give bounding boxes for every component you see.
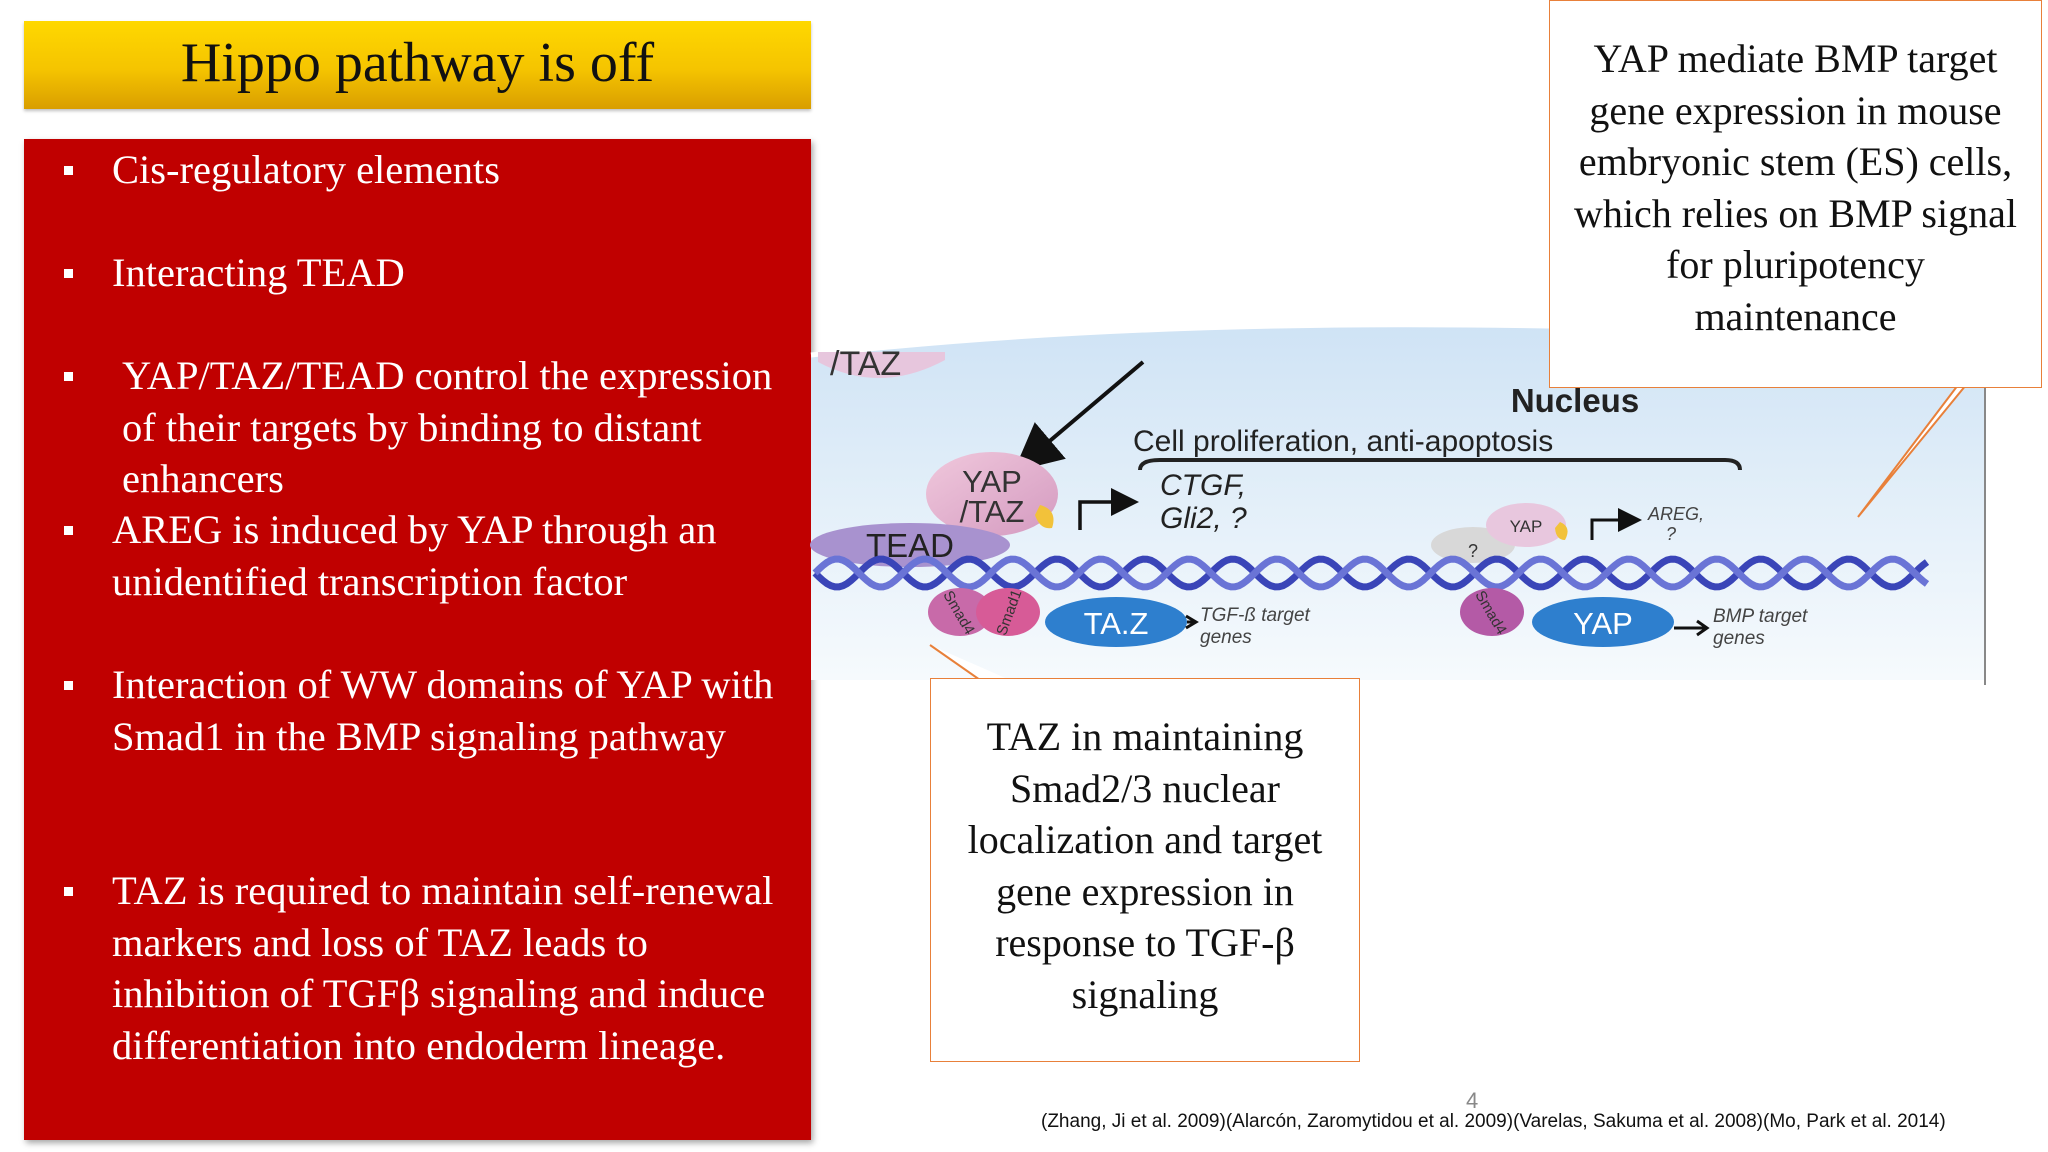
page-number: 4 (1466, 1088, 1479, 1113)
bullet-panel: Cis-regulatory elements Interacting TEAD… (24, 139, 811, 1140)
slide-title-bar: Hippo pathway is off (24, 21, 811, 109)
areg-transcription-arrow (1590, 508, 1642, 540)
bullet-item: YAP/TAZ/TEAD control the expression of t… (44, 350, 781, 505)
nuclear-import-arrow (1013, 360, 1145, 472)
yap-complex-right: ? YAP (1431, 503, 1568, 563)
bullet-square-icon (64, 269, 73, 278)
bullet-square-icon (64, 166, 73, 175)
tgf-genes-label: genes (1200, 627, 1252, 648)
smad-pair-left: Smad4 Smad1 (928, 587, 1040, 638)
bullet-item: Cis-regulatory elements (44, 144, 781, 196)
areg-question: ? (1666, 524, 1676, 544)
svg-text:/TAZ: /TAZ (960, 494, 1025, 529)
cytoplasm-taz-blob: /TAZ (818, 345, 945, 383)
tead-protein: TEAD (810, 523, 1010, 567)
transcription-arrow (1078, 488, 1139, 530)
ctgf-label: CTGF, (1160, 469, 1246, 502)
svg-text:TA.Z: TA.Z (1084, 606, 1149, 641)
svg-text:/TAZ: /TAZ (830, 345, 901, 383)
svg-text:YAP: YAP (1573, 606, 1633, 641)
bullet-square-icon (64, 526, 73, 535)
callout-tgf: TAZ in maintaining Smad2/3 nuclear local… (930, 678, 1360, 1062)
gli2-label: Gli2, ? (1160, 502, 1247, 535)
svg-text:YAP: YAP (1510, 517, 1543, 536)
slide-title: Hippo pathway is off (180, 32, 655, 94)
bmp-target-label: BMP target (1713, 606, 1808, 627)
nucleus-label: Nucleus (1511, 382, 1639, 419)
bullet-square-icon (64, 681, 73, 690)
bullet-item: Interacting TEAD (44, 247, 781, 299)
tgf-target-label: TGF-ß target (1200, 605, 1311, 626)
yap-taz-complex: YAP /TAZ (926, 452, 1058, 536)
bullet-item: TAZ is required to maintain self-renewal… (44, 865, 781, 1071)
citation-footer: (Zhang, Ji et al. 2009)(Alarcón, Zaromyt… (1041, 1111, 1946, 1132)
svg-text:?: ? (1468, 541, 1478, 561)
process-label: Cell proliferation, anti-apoptosis (1133, 425, 1553, 458)
callout-bmp: YAP mediate BMP target gene expression i… (1549, 0, 2042, 388)
yap-oval: YAP (1532, 597, 1674, 647)
bullet-item: AREG is induced by YAP through an uniden… (44, 504, 781, 607)
bullet-square-icon (64, 887, 73, 896)
svg-text:YAP: YAP (962, 464, 1022, 499)
smad-right: Smad4 (1460, 588, 1524, 638)
taz-oval: TA.Z (1045, 597, 1187, 647)
areg-label: AREG, (1647, 504, 1704, 524)
bullet-item: Interaction of WW domains of YAP with Sm… (44, 659, 781, 762)
bmp-genes-label: genes (1713, 628, 1765, 649)
process-bracket (1138, 458, 1742, 471)
bullet-square-icon (64, 372, 73, 381)
dna-helix (812, 555, 1930, 591)
